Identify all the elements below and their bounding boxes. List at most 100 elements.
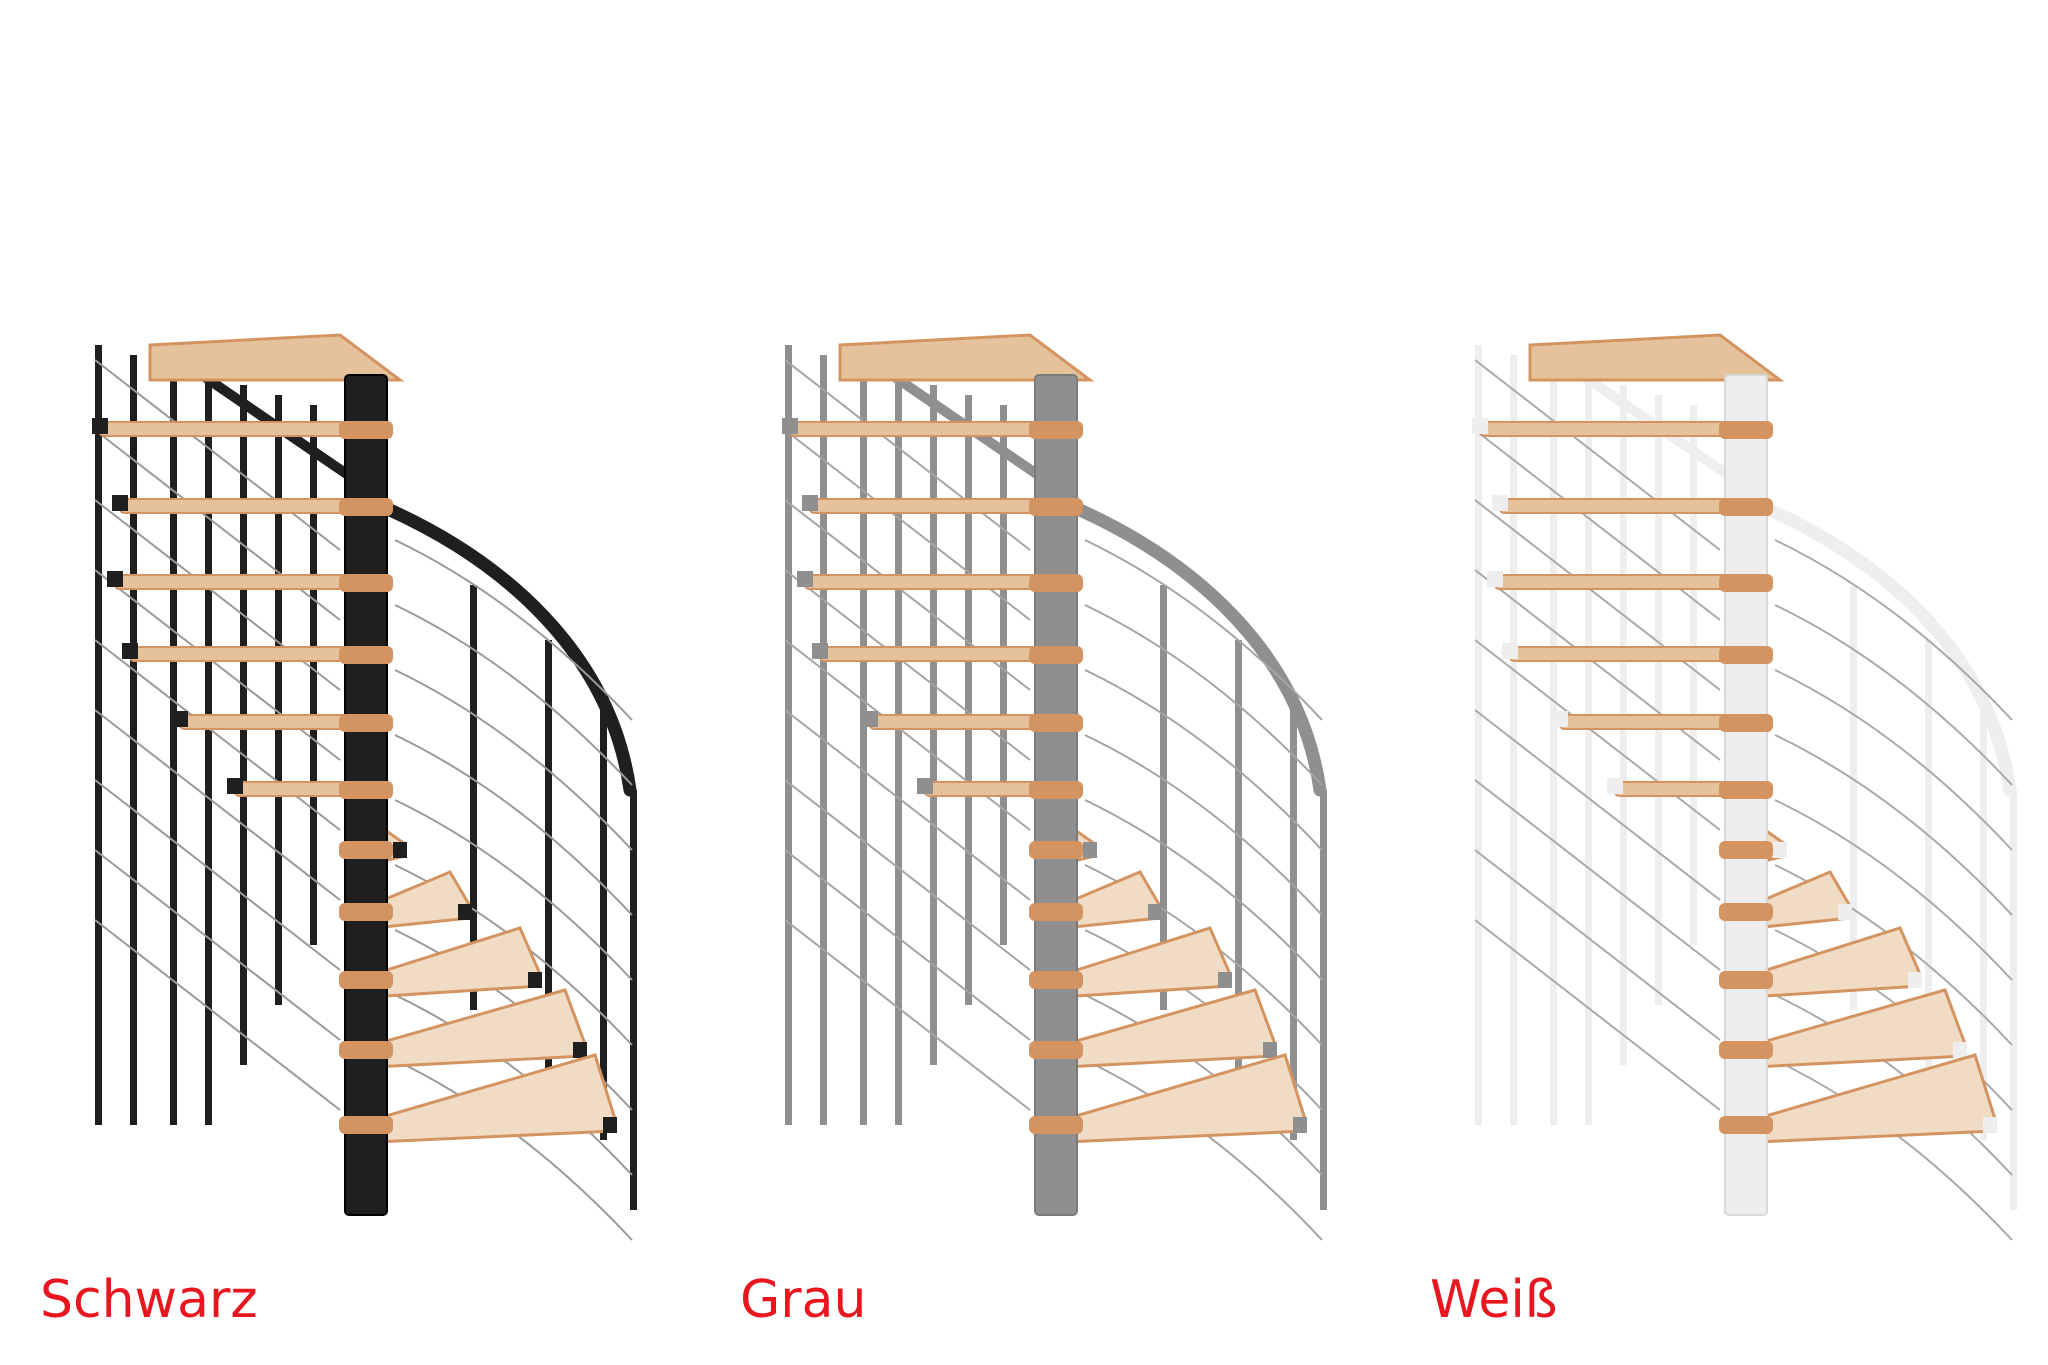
- cable-strand: [394, 669, 633, 851]
- stair-variant-grey: Grau: [690, 0, 1372, 1365]
- cable-strand: [1774, 604, 2013, 786]
- cable-strand: [394, 734, 633, 916]
- baluster-post: [1290, 700, 1297, 1140]
- tread-bracket: [1492, 495, 1508, 511]
- baluster-post: [1550, 365, 1557, 1125]
- stair-variant-white: Weiß: [1380, 0, 2048, 1365]
- column-collar: [1719, 498, 1773, 516]
- spiral-stair-image: [1472, 333, 2017, 1241]
- landing-platform: [148, 333, 405, 382]
- color-label: Weiß: [1430, 1270, 1558, 1330]
- column-collar: [339, 781, 393, 799]
- baluster-post: [1000, 405, 1007, 945]
- column-collar: [339, 841, 393, 859]
- baluster-post: [545, 640, 552, 1075]
- tread-bracket: [812, 643, 828, 659]
- tread-bracket: [1218, 972, 1232, 988]
- tread-bracket: [1983, 1117, 1997, 1133]
- column-collar: [1029, 714, 1083, 732]
- column-collar: [1029, 971, 1083, 989]
- baluster-post: [205, 375, 212, 1125]
- cable-strand: [784, 919, 1031, 1111]
- baluster-post: [95, 345, 102, 1125]
- cable-strand: [1084, 604, 1323, 786]
- column-collar: [1719, 781, 1773, 799]
- stair-tread: [1043, 1053, 1307, 1145]
- baluster-post: [1475, 345, 1482, 1125]
- column-collar: [1029, 841, 1083, 859]
- baluster-post: [275, 395, 282, 1005]
- cable-strand: [394, 799, 633, 981]
- baluster-post: [630, 790, 637, 1210]
- column-collar: [339, 574, 393, 592]
- cable-strand: [94, 779, 341, 971]
- baluster-post: [170, 365, 177, 1125]
- tread-bracket: [112, 495, 128, 511]
- cable-strand: [784, 359, 1031, 551]
- cable-strand: [1774, 994, 2013, 1176]
- tread-bracket: [782, 418, 798, 434]
- tread-bracket: [1263, 1042, 1277, 1058]
- baluster-post: [1980, 700, 1987, 1140]
- tread-bracket: [1773, 842, 1787, 858]
- tread-bracket: [603, 1117, 617, 1133]
- tread-bracket: [1487, 571, 1503, 587]
- baluster-post: [600, 700, 607, 1140]
- baluster-post: [1925, 640, 1932, 1075]
- stair-tread: [1733, 1053, 1997, 1145]
- column-collar: [1719, 971, 1773, 989]
- column-collar: [339, 498, 393, 516]
- baluster-post: [1690, 405, 1697, 945]
- column-collar: [339, 714, 393, 732]
- cable-strand: [1774, 799, 2013, 981]
- baluster-post: [1655, 395, 1662, 1005]
- cable-strand: [1474, 709, 1721, 901]
- spiral-stair-image: [92, 333, 637, 1241]
- cable-strand: [94, 919, 341, 1111]
- cable-strand: [1474, 919, 1721, 1111]
- cable-strand: [1474, 779, 1721, 971]
- cable-strand: [94, 639, 341, 831]
- baluster-post: [1850, 585, 1857, 1010]
- cable-strand: [1774, 734, 2013, 916]
- column-collar: [1029, 1116, 1083, 1134]
- column-collar: [1719, 646, 1773, 664]
- column-collar: [1029, 498, 1083, 516]
- baluster-post: [895, 375, 902, 1125]
- column-collar: [1719, 841, 1773, 859]
- cable-strand: [784, 779, 1031, 971]
- cable-strand: [394, 539, 633, 721]
- column-collar: [1029, 903, 1083, 921]
- handrail-curved: [1763, 503, 2017, 797]
- baluster-post: [1160, 585, 1167, 1010]
- column-collar: [339, 971, 393, 989]
- tread-bracket: [172, 711, 188, 727]
- cable-strand: [1084, 734, 1323, 916]
- color-label: Schwarz: [40, 1270, 258, 1330]
- cable-strand: [784, 709, 1031, 901]
- column-collar: [1719, 903, 1773, 921]
- tread-bracket: [862, 711, 878, 727]
- column-collar: [1719, 1116, 1773, 1134]
- baluster-post: [2010, 790, 2017, 1210]
- cable-strand: [784, 639, 1031, 831]
- column-collar: [339, 1041, 393, 1059]
- landing-platform: [838, 333, 1095, 382]
- stair-variant-black: Schwarz: [0, 0, 682, 1365]
- spiral-stair-image: [782, 333, 1327, 1241]
- cable-strand: [1474, 849, 1721, 1041]
- tread-bracket: [1293, 1117, 1307, 1133]
- column-collar: [1719, 714, 1773, 732]
- tread-bracket: [92, 418, 108, 434]
- column-collar: [1029, 646, 1083, 664]
- column-collar: [1029, 574, 1083, 592]
- column-collar: [1029, 781, 1083, 799]
- cable-strand: [1774, 669, 2013, 851]
- landing-platform: [1528, 333, 1785, 382]
- cable-strand: [1474, 639, 1721, 831]
- tread-bracket: [107, 571, 123, 587]
- column-collar: [339, 903, 393, 921]
- cable-strand: [94, 709, 341, 901]
- handrail-curved: [383, 503, 637, 797]
- column-collar: [339, 421, 393, 439]
